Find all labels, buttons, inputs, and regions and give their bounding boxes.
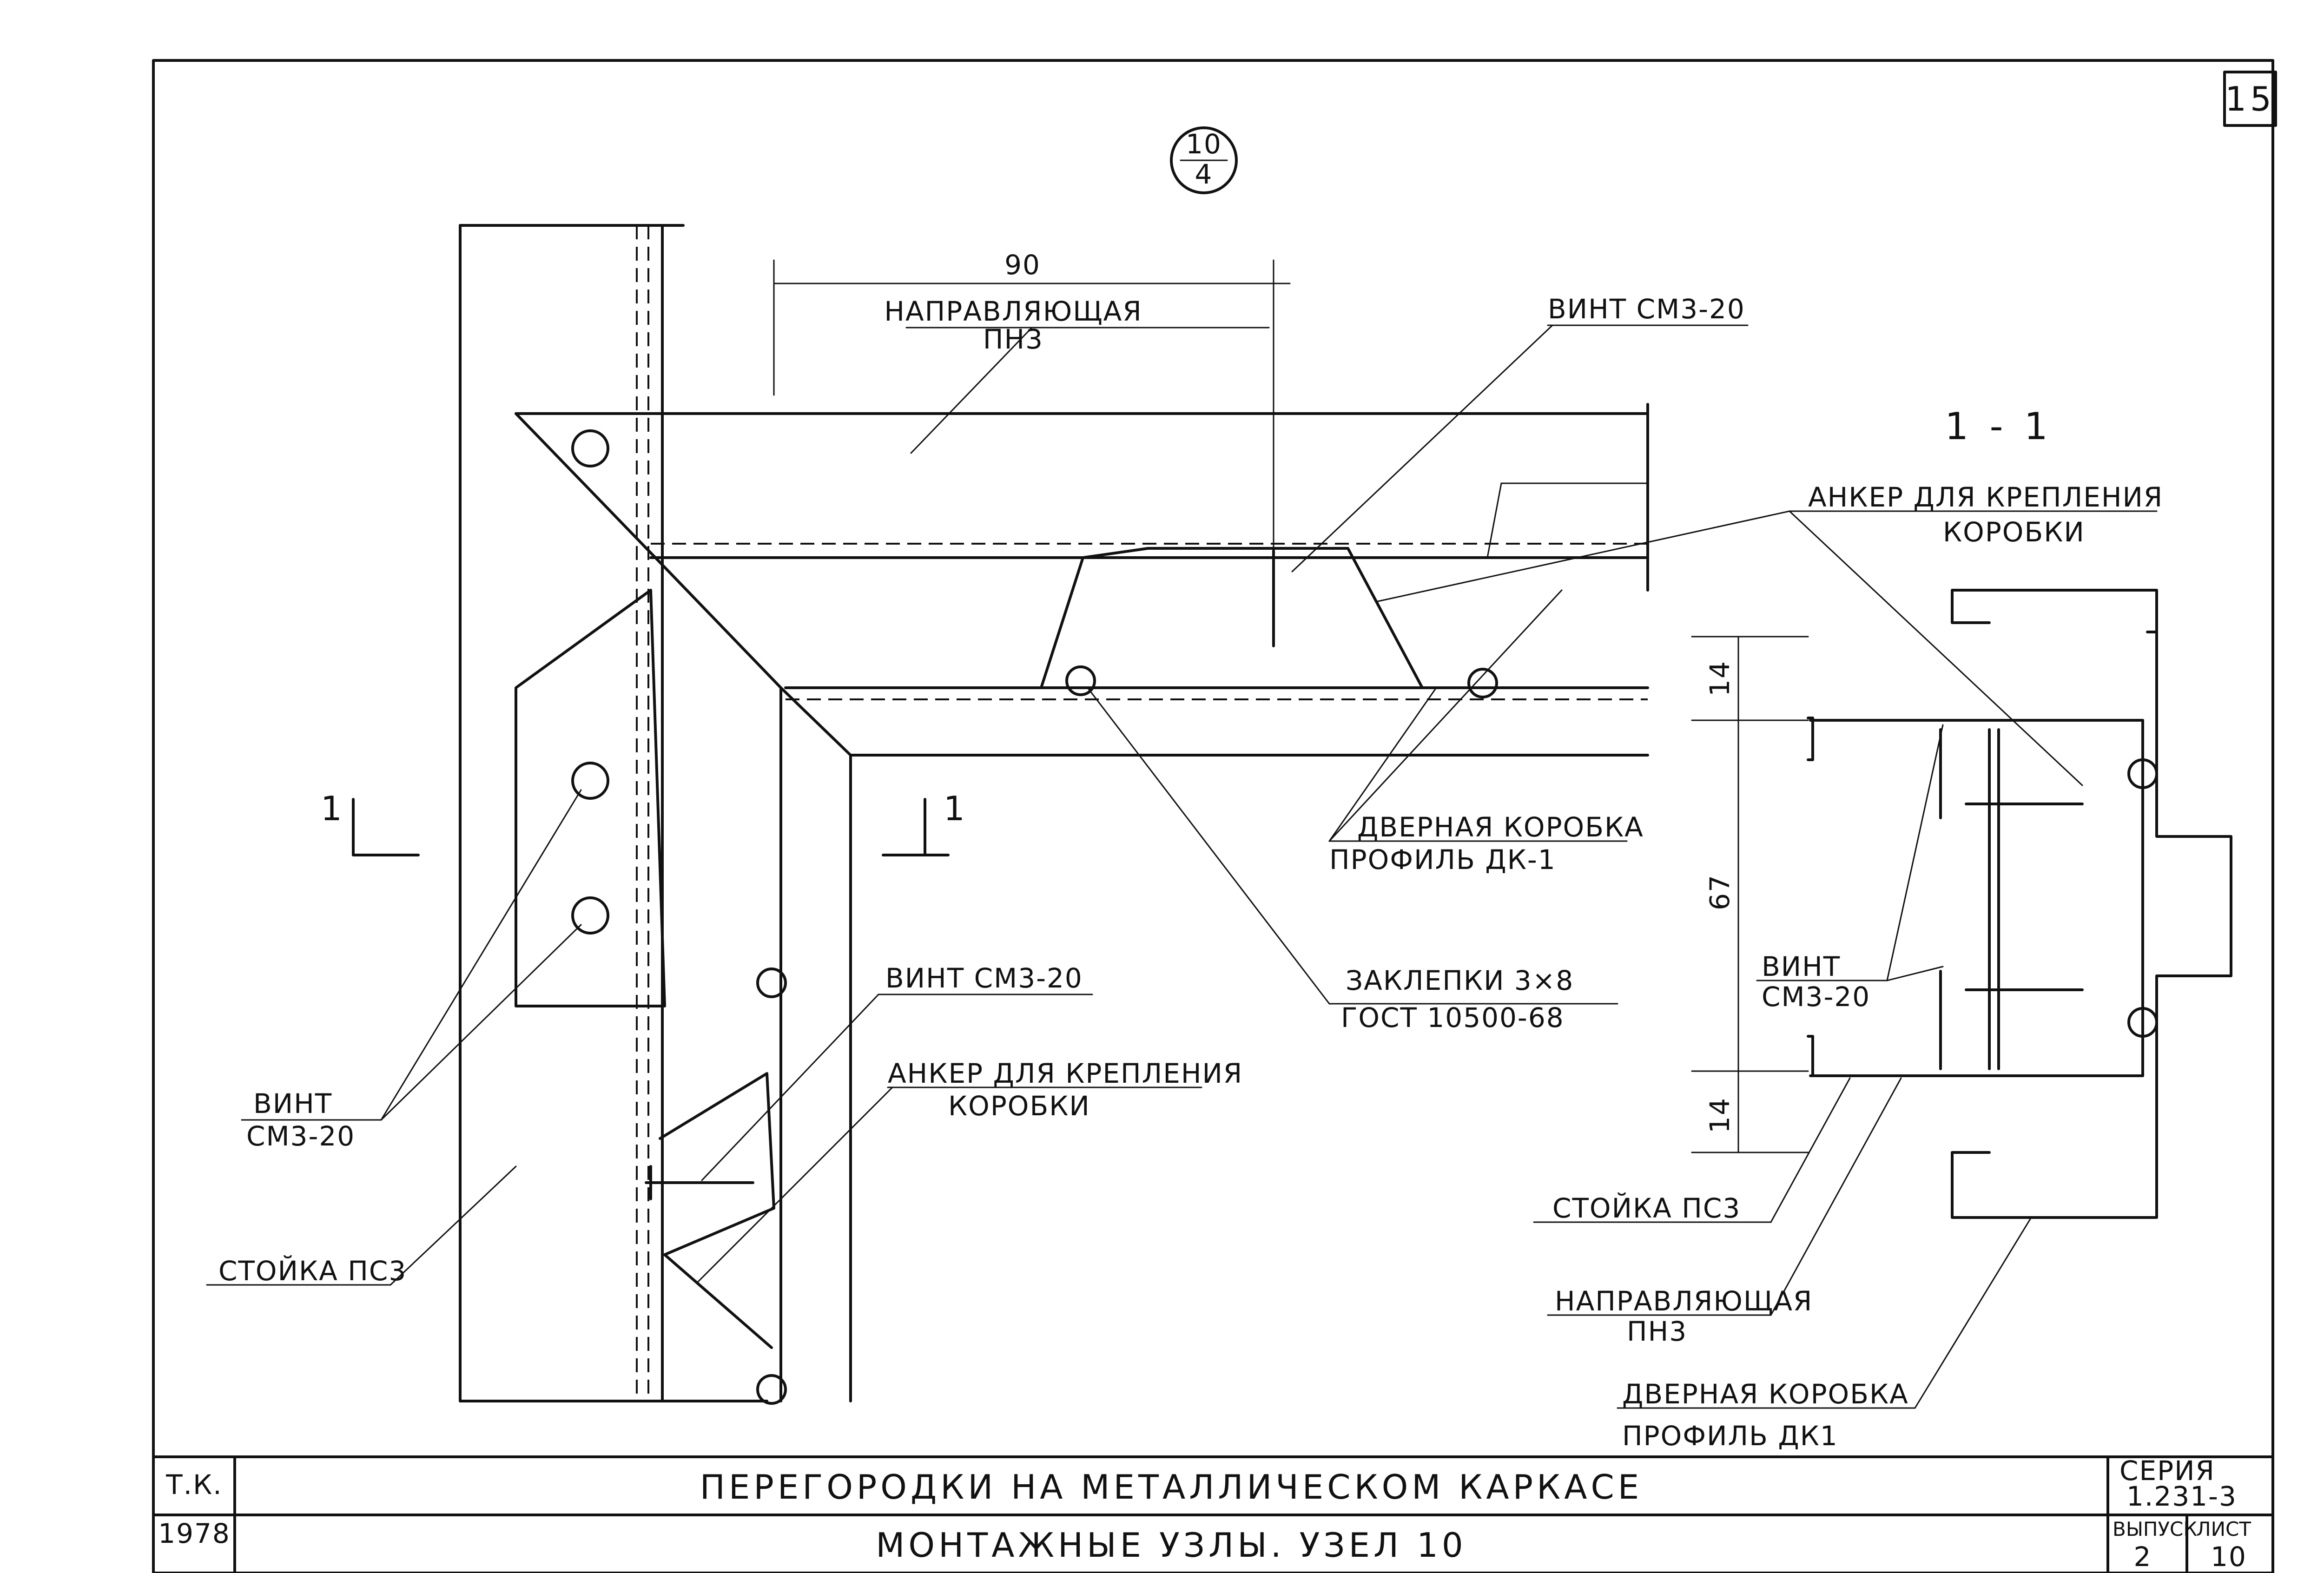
label-screw-right: ВИНТ СМ3-20 (1756, 951, 1888, 1013)
label-post-right: СТОЙКА ПС3 (1533, 1192, 1772, 1224)
label-door-frame-right: ДВЕРНАЯ КОРОБКА ПРОФИЛЬ ДК1 (1617, 1378, 1916, 1452)
title-block-year: 1978 (158, 1518, 231, 1549)
svg-text:НАПРАВЛЯЮЩАЯ: НАПРАВЛЯЮЩАЯ (884, 296, 1142, 327)
svg-text:90: 90 (1004, 249, 1041, 281)
svg-text:ДВЕРНАЯ КОРОБКА: ДВЕРНАЯ КОРОБКА (1357, 811, 1644, 843)
svg-text:СТОЙКА ПС3: СТОЙКА ПС3 (1552, 1192, 1741, 1224)
label-screw-left: ВИНТ СМ3-20 (241, 1088, 382, 1152)
section-title: 1 - 1 (1945, 405, 2053, 448)
svg-text:ПН3: ПН3 (1627, 1316, 1687, 1347)
corner-joint (515, 556, 852, 1402)
label-anchor-top: АНКЕР ДЛЯ КРЕПЛЕНИЯ КОРОБКИ (1789, 481, 2163, 548)
svg-text:ВИНТ СМ3-20: ВИНТ СМ3-20 (885, 962, 1083, 994)
svg-text:ПРОФИЛЬ ДК1: ПРОФИЛЬ ДК1 (1622, 1420, 1838, 1452)
svg-text:ВИНТ: ВИНТ (1762, 951, 1841, 982)
svg-text:1: 1 (944, 789, 969, 828)
bolt-holes (571, 429, 1498, 1405)
label-screw-mid: ВИНТ СМ3-20 (878, 962, 1093, 995)
sheet-value: 10 (2211, 1541, 2247, 1573)
svg-text:КОРОБКИ: КОРОБКИ (948, 1090, 1090, 1122)
left-post (459, 224, 768, 1402)
node-marker-bottom: 4 (1195, 158, 1213, 190)
label-guide-top: НАПРАВЛЯЮЩАЯ ПН3 (884, 296, 1270, 355)
title-block: Т.К. 1978 ПЕРЕГОРОДКИ НА МЕТАЛЛИЧЕСКОМ К… (152, 1455, 2274, 1573)
svg-text:ГОСТ 10500-68: ГОСТ 10500-68 (1341, 1002, 1565, 1033)
drawing-frame (152, 59, 2274, 1573)
label-post-left: СТОЙКА ПС3 (206, 1255, 407, 1287)
screw-top-symbol (1254, 549, 1294, 647)
svg-text:ВИНТ СМ3-20: ВИНТ СМ3-20 (1548, 293, 1745, 325)
svg-text:ПРОФИЛЬ ДК-1: ПРОФИЛЬ ДК-1 (1329, 844, 1556, 875)
svg-text:67: 67 (1704, 874, 1736, 910)
svg-text:СТОЙКА ПС3: СТОЙКА ПС3 (218, 1255, 407, 1287)
series-value: 1.231-3 (2126, 1481, 2237, 1512)
label-rivets: ЗАКЛЕПКИ 3×8 ГОСТ 10500-68 (1328, 965, 1618, 1033)
sheet-number-box (2223, 71, 2277, 127)
node-marker-top: 10 (1186, 128, 1222, 160)
svg-text:ЗАКЛЕПКИ 3×8: ЗАКЛЕПКИ 3×8 (1346, 965, 1574, 996)
anchor-left (659, 1072, 775, 1349)
dimension-90: 90 (773, 249, 1291, 549)
sheet-number: 15 (2225, 79, 2275, 118)
issue-label: ВЫПУСК (2113, 1518, 2197, 1540)
dimension-chain-right: 14 67 14 (1691, 636, 1809, 1153)
svg-text:ПН3: ПН3 (983, 323, 1043, 355)
label-door-frame-mid: ДВЕРНАЯ КОРОБКА ПРОФИЛЬ ДК-1 (1328, 811, 1644, 875)
svg-text:КОРОБКИ: КОРОБКИ (1943, 516, 2085, 548)
sheet-label: ЛИСТ (2196, 1518, 2251, 1540)
section-mark-left: 1 (321, 789, 420, 856)
svg-text:АНКЕР ДЛЯ КРЕПЛЕНИЯ: АНКЕР ДЛЯ КРЕПЛЕНИЯ (1808, 481, 2163, 513)
svg-text:АНКЕР ДЛЯ КРЕПЛЕНИЯ: АНКЕР ДЛЯ КРЕПЛЕНИЯ (888, 1058, 1243, 1089)
svg-text:14: 14 (1704, 1097, 1736, 1133)
svg-text:ВИНТ: ВИНТ (253, 1088, 332, 1119)
title-block-tk: Т.К. (165, 1469, 222, 1501)
label-guide-right: НАПРАВЛЯЮЩАЯ ПН3 (1547, 1285, 1813, 1347)
node-marker: 10 4 (1170, 126, 1238, 194)
section-1-1-detail (1807, 589, 2232, 1219)
anchor-top (998, 547, 1545, 689)
svg-text:НАПРАВЛЯЮЩАЯ: НАПРАВЛЯЮЩАЯ (1555, 1285, 1813, 1317)
label-screw-top: ВИНТ СМ3-20 (1547, 293, 1749, 326)
svg-text:СМ3-20: СМ3-20 (246, 1120, 355, 1152)
drawing-title: ПЕРЕГОРОДКИ НА МЕТАЛЛИЧЕСКОМ КАРКАСЕ (700, 1468, 1643, 1507)
svg-text:СМ3-20: СМ3-20 (1762, 981, 1870, 1013)
drawing-subtitle: МОНТАЖНЫЕ УЗЛЫ. УЗЕЛ 10 (876, 1526, 1466, 1565)
screw-left-symbol (645, 1165, 754, 1200)
section-mark-right: 1 (882, 789, 969, 856)
label-anchor-mid: АНКЕР ДЛЯ КРЕПЛЕНИЯ КОРОБКИ (887, 1058, 1243, 1122)
svg-text:1: 1 (321, 789, 346, 828)
series-label: СЕРИЯ (2119, 1455, 2215, 1487)
leader-lines (380, 324, 2083, 1409)
issue-value: 2 (2134, 1541, 2152, 1573)
svg-text:ДВЕРНАЯ КОРОБКА: ДВЕРНАЯ КОРОБКА (1622, 1378, 1909, 1410)
svg-text:14: 14 (1704, 660, 1736, 697)
